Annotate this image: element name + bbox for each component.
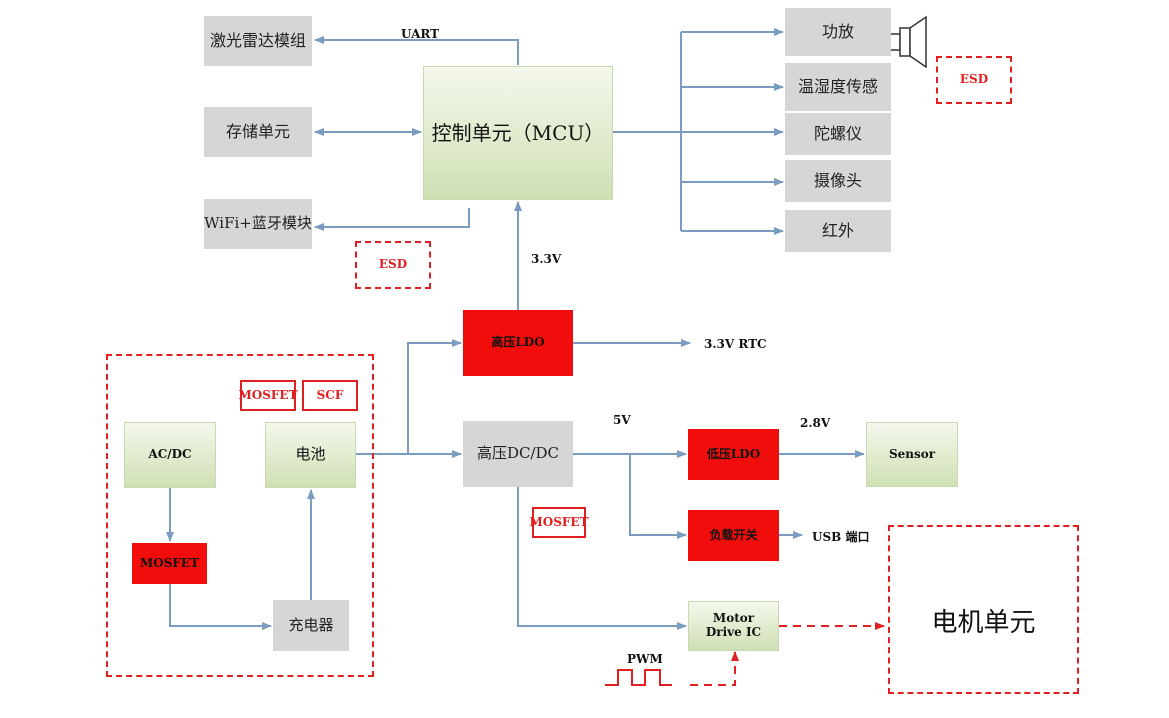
battery-mosfet-tag: MOSFET xyxy=(239,380,298,411)
uart-line xyxy=(314,36,519,65)
hv-ldo: 高压LDO xyxy=(463,310,573,376)
acdc-block: AC/DC xyxy=(124,422,216,488)
scf-tag: SCF xyxy=(302,380,358,411)
camera: 摄像头 xyxy=(785,160,891,202)
pwm-line xyxy=(690,651,739,686)
motor-unit-frame xyxy=(888,525,1079,694)
mcu-block: 控制单元（MCU） xyxy=(423,66,613,200)
amplifier: 功放 xyxy=(785,8,891,56)
wifi-bt-module: WiFi+蓝牙模块 xyxy=(204,199,312,249)
battery-ldo-line xyxy=(407,339,462,454)
label-5v: 5V xyxy=(613,413,631,427)
label-3v3: 3.3V xyxy=(531,252,562,266)
label-2v8: 2.8V xyxy=(800,416,831,430)
uart-label: UART xyxy=(401,27,440,41)
esd-tag-left: ESD xyxy=(355,241,431,289)
load-switch: 负载开关 xyxy=(688,510,779,561)
charge-mosfet: MOSFET xyxy=(132,543,207,584)
usb-port-label: USB 端口 xyxy=(812,530,870,544)
power-source-group xyxy=(106,354,374,677)
lv-ldo: 低压LDO xyxy=(688,429,779,480)
motor-drive-ic: Motor Drive IC xyxy=(688,601,779,651)
infrared: 红外 xyxy=(785,210,891,252)
charger-block: 充电器 xyxy=(273,600,349,651)
label-3v3-rtc: 3.3V RTC xyxy=(704,337,767,351)
storage-unit: 存储单元 xyxy=(204,107,312,157)
dcdc-mosfet-tag: MOSFET xyxy=(530,507,589,538)
speaker-icon xyxy=(887,15,927,69)
dcdc-motor-line xyxy=(517,487,687,630)
pwm-waveform xyxy=(605,669,672,686)
gyroscope: 陀螺仪 xyxy=(785,113,891,155)
sensor-block: Sensor xyxy=(866,422,958,487)
motor-unit: 电机单元 xyxy=(931,608,1036,639)
mosfet-charger-line xyxy=(169,584,272,630)
esd-tag-right: ESD xyxy=(936,56,1012,104)
dcdc-loadswitch-line xyxy=(629,454,687,539)
lidar-module: 激光雷达模组 xyxy=(204,16,312,66)
hv-dcdc: 高压DC/DC xyxy=(463,421,573,487)
temp-humidity-sensor: 温湿度传感 xyxy=(785,63,891,111)
battery-block: 电池 xyxy=(265,422,356,488)
wifi-line xyxy=(314,208,470,231)
pwm-label: PWM xyxy=(627,652,663,666)
